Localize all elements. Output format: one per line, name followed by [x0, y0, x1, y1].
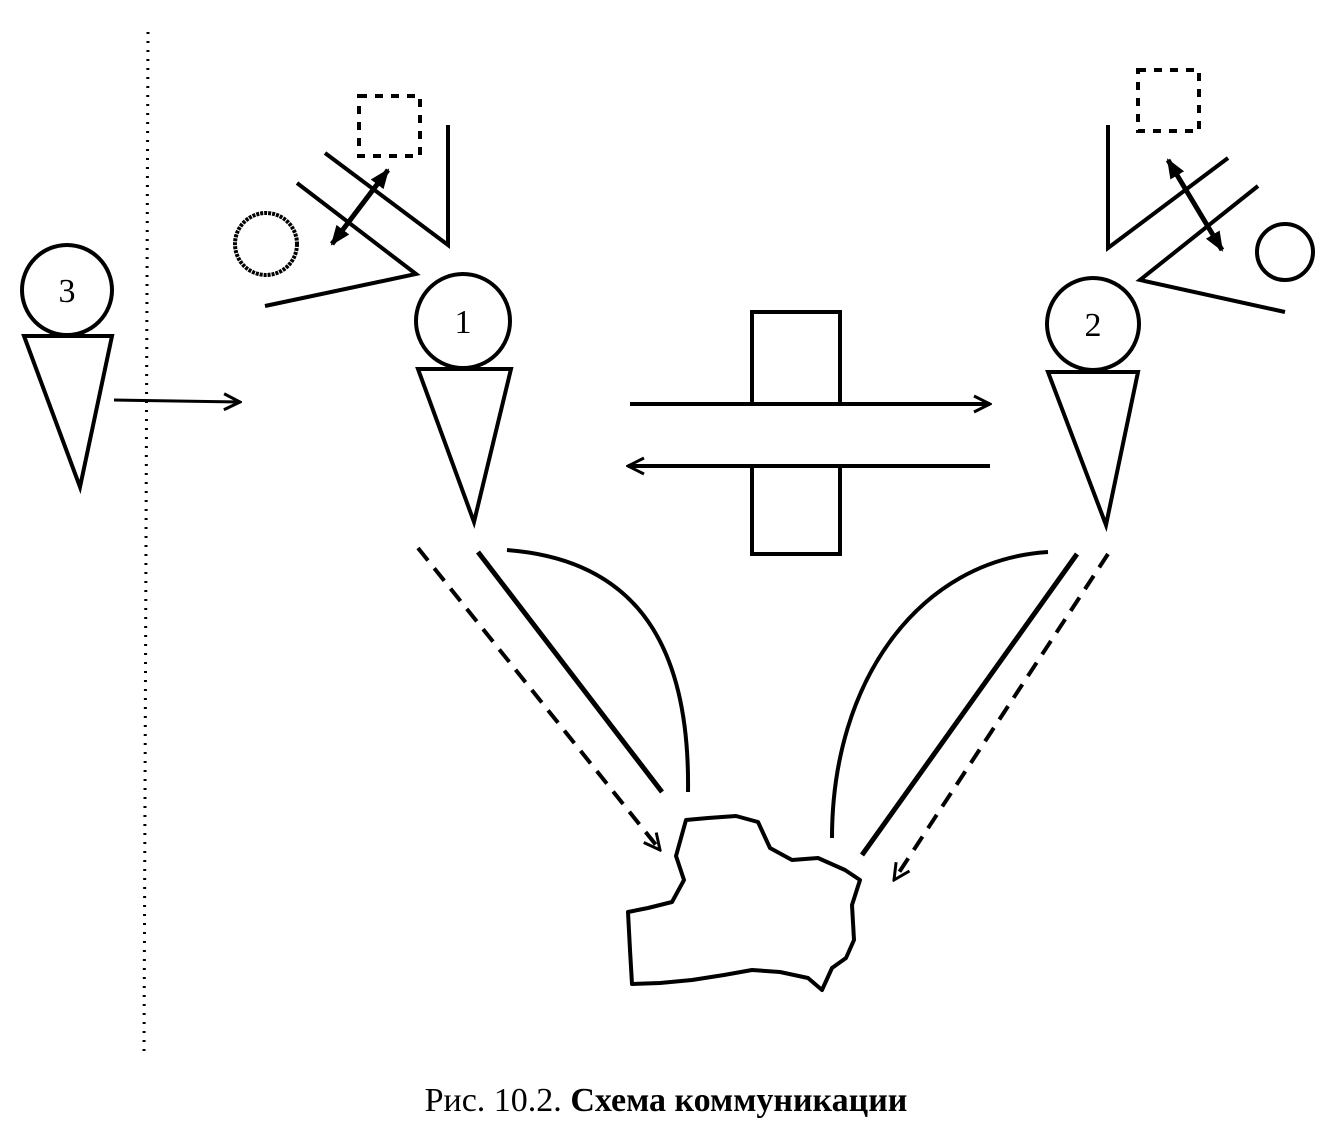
person-1-thought-area: [233, 94, 450, 308]
person-3-body: [21, 334, 115, 495]
person-1-dashed-arrow: [416, 546, 660, 850]
person-2-dashed-arrow: [894, 552, 1110, 880]
caption-prefix: Рис. 10.2.: [424, 1082, 562, 1119]
barrier-top: [750, 310, 842, 406]
person-1-dashed-square-symbol: [357, 94, 422, 158]
person-1: 1: [414, 272, 514, 529]
person-1-label: 1: [455, 304, 472, 341]
person-2-double-arrow: [1165, 158, 1225, 252]
person-2-dashed-square-symbol: [1136, 68, 1201, 133]
barrier-bottom: [750, 464, 842, 556]
person-2-label: 2: [1085, 307, 1102, 344]
person-2-object-links: [830, 550, 1110, 880]
person-2-thought-area: [1106, 68, 1315, 314]
person-2-circle-symbol: [1255, 222, 1315, 282]
person-3: 3: [20, 243, 115, 495]
person-1-curved-line: [506, 548, 691, 793]
person-1-circle-symbol: [233, 211, 299, 277]
shared-object-shape: [626, 814, 862, 992]
person-1-object-links: [416, 546, 691, 850]
person-1-solid-line: [476, 550, 664, 794]
person-1-double-arrow: [330, 168, 390, 246]
message-exchange: [628, 310, 990, 556]
person-1-body: [415, 367, 514, 529]
person-2-curved-line: [830, 550, 1049, 839]
figure-caption: Рис. 10.2. Схема коммуникации: [0, 1082, 1332, 1120]
person-1-thought-bracket-outer: [264, 181, 421, 308]
person-3-label: 3: [59, 273, 76, 310]
person-2-thought-bracket-outer: [1135, 184, 1286, 314]
person-2-solid-line: [859, 552, 1080, 857]
person-2: 2: [1045, 276, 1141, 533]
observer-arrow: [113, 400, 240, 402]
boundary-dotted-line: [142, 31, 150, 1053]
person-2-body: [1045, 370, 1141, 533]
caption-title: Схема коммуникации: [570, 1082, 908, 1119]
